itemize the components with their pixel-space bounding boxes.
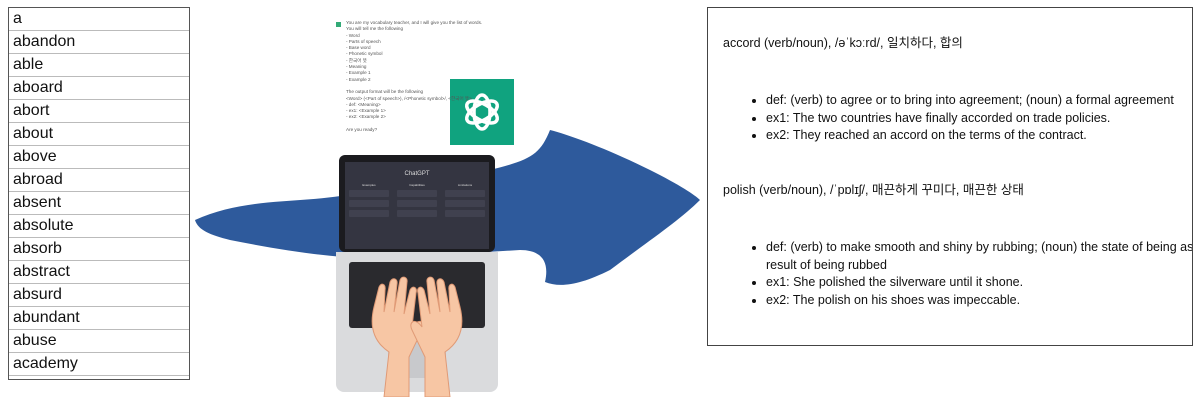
example-2: ex2: They reached an accord on the terms… — [766, 127, 1192, 145]
word-list-item: abuse — [9, 330, 189, 353]
word-list-item: absent — [9, 192, 189, 215]
word-list-item: abandon — [9, 31, 189, 54]
word-list-item: abundant — [9, 307, 189, 330]
hands-illustration — [371, 276, 463, 397]
laptop-illustration: ChatGPT Examples Capabilities Limitation… — [334, 152, 500, 397]
example-1: ex1: She polished the silverware until i… — [766, 274, 1192, 292]
column-examples: Examples — [362, 183, 376, 187]
word-list-item: a — [9, 8, 189, 31]
entry-details: def: (verb) to agree or to bring into ag… — [744, 92, 1192, 145]
prompt-text: You are my vocabulary teacher, and I wil… — [346, 20, 483, 133]
word-list-item: absorb — [9, 238, 189, 261]
example-1: ex1: The two countries have finally acco… — [766, 110, 1192, 128]
word-list-item: abort — [9, 100, 189, 123]
word-list-item: above — [9, 146, 189, 169]
word-list-item: about — [9, 123, 189, 146]
chat-prompt: You are my vocabulary teacher, and I wil… — [336, 20, 486, 133]
screen-title: ChatGPT — [404, 171, 430, 177]
word-list-item: academy — [9, 353, 189, 376]
vocabulary-output-document: accord (verb/noun), /əˈkɔːrd/, 일치하다, 합의 … — [707, 7, 1193, 346]
laptop-screen: ChatGPT Examples Capabilities Limitation… — [339, 155, 495, 252]
word-list-item: abroad — [9, 169, 189, 192]
entry-heading: accord (verb/noun), /əˈkɔːrd/, 일치하다, 합의 — [723, 36, 963, 50]
word-list-item: able — [9, 54, 189, 77]
word-list-item: aboard — [9, 77, 189, 100]
column-limitations: Limitations — [457, 183, 473, 187]
definition: def: (verb) to agree or to bring into ag… — [766, 92, 1192, 110]
chatgpt-logo-icon — [450, 79, 514, 145]
user-avatar — [336, 22, 341, 27]
keyboard — [349, 262, 485, 328]
entry-details: def: (verb) to make smooth and shiny by … — [744, 239, 1192, 310]
word-list-item: absurd — [9, 284, 189, 307]
entry-heading: polish (verb/noun), /ˈpɒlɪʃ/, 매끈하게 꾸미다, … — [723, 183, 1024, 197]
word-list-item: absolute — [9, 215, 189, 238]
word-list-item: abstract — [9, 261, 189, 284]
word-list-item: academic — [9, 376, 189, 379]
definition: def: (verb) to make smooth and shiny by … — [766, 239, 1192, 274]
column-capabilities: Capabilities — [409, 183, 425, 187]
example-2: ex2: The polish on his shoes was impecca… — [766, 292, 1192, 310]
